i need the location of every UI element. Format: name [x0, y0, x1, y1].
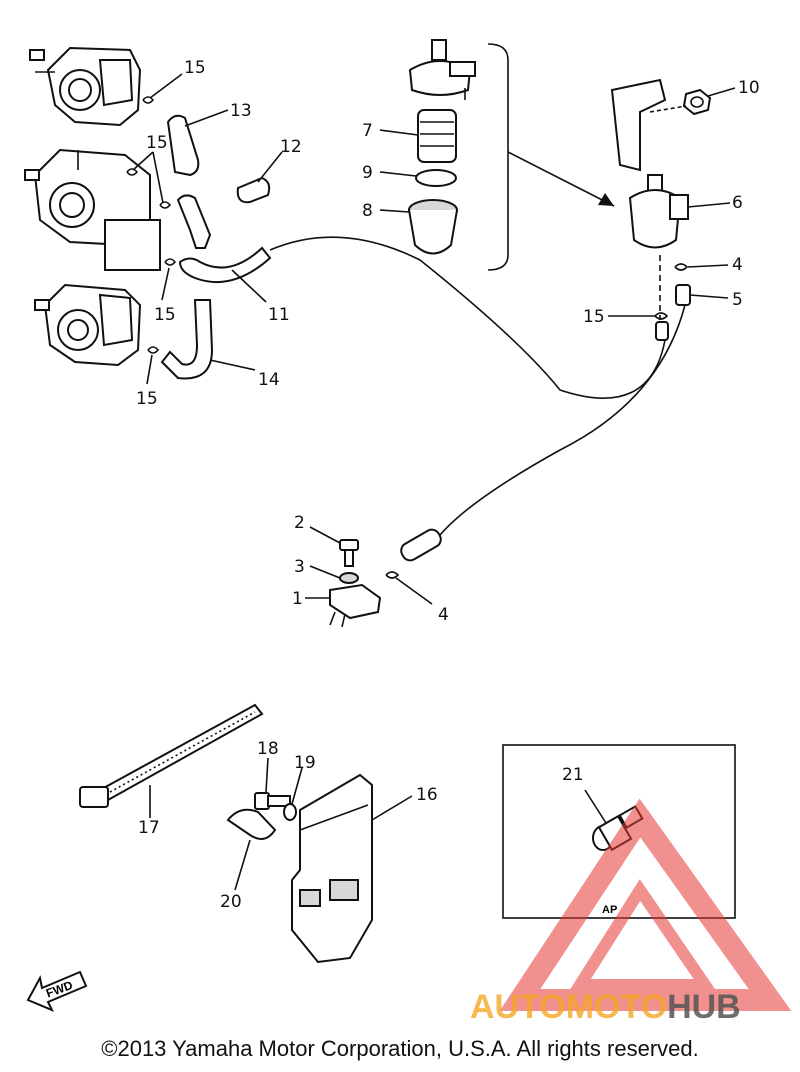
filter-bracket [610, 78, 667, 172]
callout-6: 6 [732, 193, 743, 213]
washer-19 [283, 803, 297, 821]
bracket-16 [291, 773, 373, 964]
callout-12: 12 [280, 137, 302, 157]
callout-14: 14 [258, 370, 280, 390]
nut-10 [682, 88, 712, 116]
clip-15-right [654, 312, 669, 320]
hose-11 [178, 246, 272, 284]
cable-tie-17 [79, 703, 264, 808]
filter-element-7 [417, 109, 457, 163]
callout-16: 16 [416, 785, 438, 805]
hose-13-lower [176, 194, 212, 249]
callout-17: 17 [138, 818, 160, 838]
watermark-text: AUTOMOTOHUB [470, 988, 741, 1026]
watermark-logo [499, 798, 792, 1011]
callout-15: 15 [184, 58, 206, 78]
callout-15: 15 [583, 307, 605, 327]
carburetor-top [29, 46, 142, 127]
leader-lines [132, 73, 736, 605]
clip-4-upper [674, 263, 689, 271]
callout-15: 15 [154, 305, 176, 325]
callout-3: 3 [294, 557, 305, 577]
carburetor-bottom [34, 283, 142, 367]
fuel-line-a [269, 236, 666, 399]
bolt-18 [254, 792, 291, 810]
callout-10: 10 [738, 78, 760, 98]
clip-20 [226, 808, 277, 840]
callout-7: 7 [362, 121, 373, 141]
callout-19: 19 [294, 753, 316, 773]
hose-end [655, 321, 669, 341]
arrow-head [598, 193, 614, 206]
filter-cap [408, 39, 476, 100]
callout-15: 15 [136, 389, 158, 409]
ap-label: AP [602, 904, 617, 916]
fuel-filter-6 [628, 174, 689, 249]
joint-5 [675, 284, 691, 306]
callout-9: 9 [362, 163, 373, 183]
callout-1: 1 [292, 589, 303, 609]
callout-4: 4 [438, 605, 449, 625]
o-ring-9 [415, 169, 457, 187]
fuel-joint-1 [329, 583, 382, 628]
group-arrow [507, 151, 615, 207]
clip-4-lower [385, 571, 400, 579]
fuel-line-b [439, 304, 686, 536]
callout-4: 4 [732, 255, 743, 275]
clamp-12 [236, 176, 271, 204]
carburetor-middle [24, 148, 161, 271]
callout-8: 8 [362, 201, 373, 221]
callout-15: 15 [146, 133, 168, 153]
copyright-text: ©2013 Yamaha Motor Corporation, U.S.A. A… [101, 1036, 699, 1061]
fwd-arrow-icon [26, 970, 88, 1012]
callout-21: 21 [562, 765, 584, 785]
callout-2: 2 [294, 513, 305, 533]
hose-13 [166, 114, 200, 177]
callout-13: 13 [230, 101, 252, 121]
callout-11: 11 [268, 305, 290, 325]
group-bracket [487, 43, 509, 271]
callout-20: 20 [220, 892, 242, 912]
watermark-part2: HUB [667, 988, 741, 1026]
screw-2 [339, 539, 359, 567]
watermark-part1: AUTOMOTO [470, 988, 667, 1026]
connector-hose [400, 528, 442, 562]
washer-3 [339, 572, 359, 584]
callout-18: 18 [257, 739, 279, 759]
callout-5: 5 [732, 290, 743, 310]
filter-cup-8 [408, 199, 458, 255]
